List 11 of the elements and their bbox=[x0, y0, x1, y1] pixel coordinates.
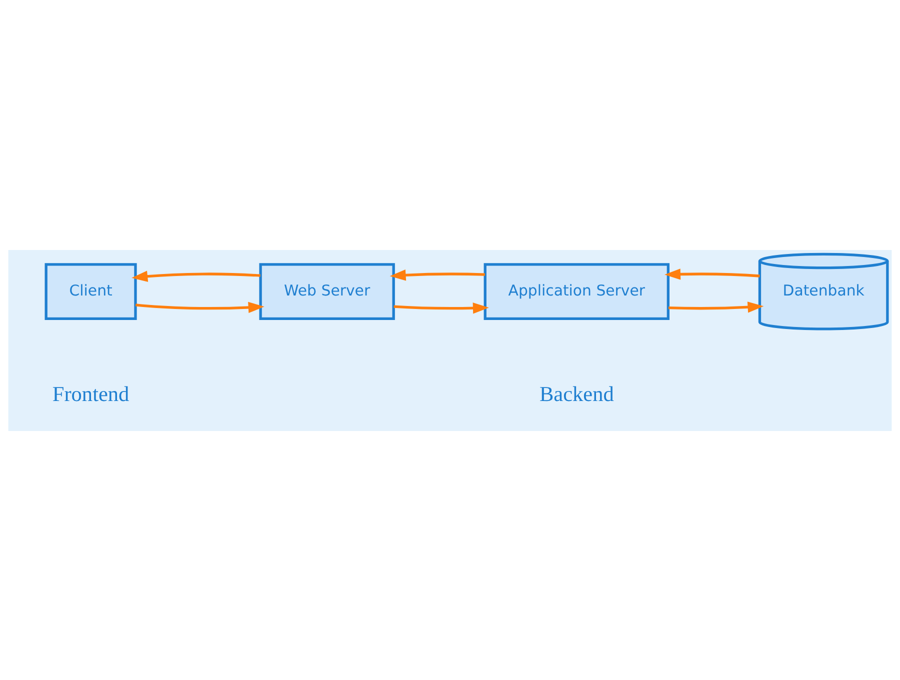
arrow bbox=[668, 301, 764, 312]
arrow bbox=[664, 268, 760, 280]
arrow bbox=[390, 269, 485, 280]
arrow bbox=[394, 302, 489, 314]
arrow bbox=[132, 270, 260, 282]
node-box: Web Server bbox=[259, 262, 395, 320]
node-box: Application Server bbox=[484, 262, 670, 320]
label: Frontend bbox=[52, 382, 130, 406]
label: Backend bbox=[539, 382, 614, 406]
node-box: Client bbox=[44, 262, 137, 320]
arrow bbox=[136, 301, 264, 313]
